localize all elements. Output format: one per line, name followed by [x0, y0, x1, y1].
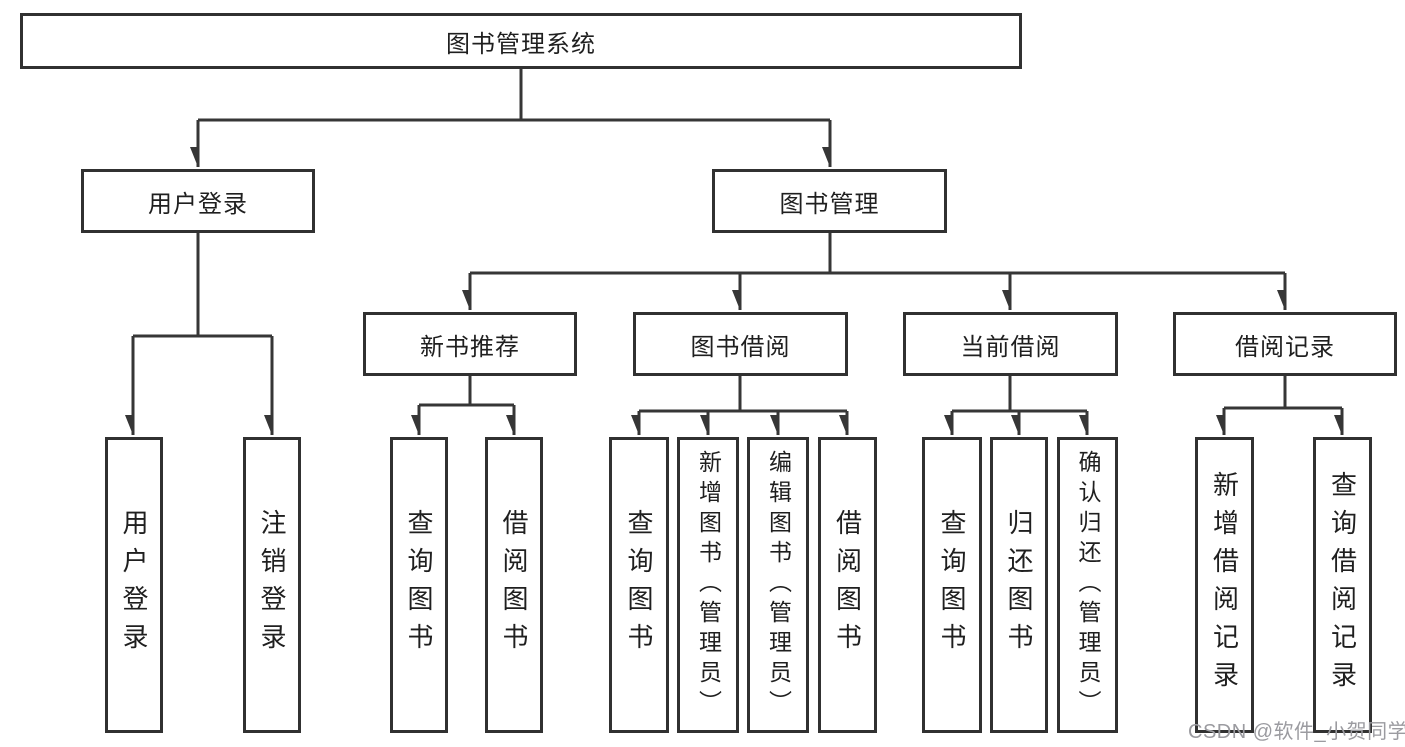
node-new-book-recommend: 新书推荐	[363, 312, 577, 376]
leaf-borrow-books-recommend: 借阅图书	[485, 437, 543, 733]
node-label: 查询借阅记录	[1327, 471, 1358, 699]
leaf-query-books-current: 查询图书	[922, 437, 982, 733]
node-label: 图书管理	[779, 190, 880, 218]
node-library-management-system: 图书管理系统	[20, 13, 1022, 69]
node-label: 查询图书	[937, 509, 967, 661]
leaf-query-borrow-record: 查询借阅记录	[1313, 437, 1372, 733]
node-label: 借阅图书	[832, 509, 863, 661]
node-label: 注销登录	[257, 509, 287, 661]
node-label: 查询图书	[624, 509, 654, 661]
node-label: 用户登录	[148, 190, 248, 218]
node-label: 图书管理系统	[446, 30, 596, 58]
node-label: 确认归还（管理员）	[1075, 450, 1101, 720]
node-label: 新书推荐	[420, 333, 520, 361]
node-label: 图书借阅	[690, 333, 791, 361]
connector-new-book-to-leaves	[419, 376, 514, 407]
leaf-logout: 注销登录	[243, 437, 301, 733]
leaf-query-books-borrow: 查询图书	[609, 437, 669, 733]
connector-book-management-to-level3	[470, 233, 1285, 275]
watermark: CSDN @软件_小贺同学	[1188, 721, 1405, 743]
node-label: 用户登录	[119, 509, 149, 661]
node-label: 借阅图书	[499, 509, 529, 661]
node-book-borrow: 图书借阅	[633, 312, 848, 376]
leaf-user-login: 用户登录	[105, 437, 163, 733]
connector-user-login-to-leaves	[133, 233, 272, 338]
connector-book-borrow-to-leaves	[639, 376, 847, 413]
connector-borrow-records-to-leaves	[1224, 376, 1342, 410]
leaf-return-book: 归还图书	[990, 437, 1048, 733]
leaf-query-books-recommend: 查询图书	[390, 437, 448, 733]
leaf-borrow-books: 借阅图书	[818, 437, 877, 733]
leaf-edit-book-admin: 编辑图书（管理员）	[747, 437, 809, 733]
connector-current-borrow-to-leaves	[952, 376, 1087, 413]
node-user-login: 用户登录	[81, 169, 315, 233]
node-label: 归还图书	[1004, 509, 1034, 661]
connector-root-to-level2	[198, 69, 830, 122]
node-label: 借阅记录	[1235, 333, 1335, 361]
node-borrow-records: 借阅记录	[1173, 312, 1397, 376]
node-label: 当前借阅	[960, 333, 1061, 361]
node-label: 新增图书（管理员）	[695, 450, 722, 720]
node-label: 查询图书	[404, 509, 434, 661]
node-label: 编辑图书（管理员）	[765, 450, 792, 720]
leaf-add-borrow-record: 新增借阅记录	[1195, 437, 1254, 733]
leaf-add-book-admin: 新增图书（管理员）	[677, 437, 739, 733]
node-current-borrow: 当前借阅	[903, 312, 1118, 376]
node-label: 新增借阅记录	[1209, 471, 1240, 699]
leaf-confirm-return-admin: 确认归还（管理员）	[1057, 437, 1118, 733]
node-book-management: 图书管理	[712, 169, 947, 233]
